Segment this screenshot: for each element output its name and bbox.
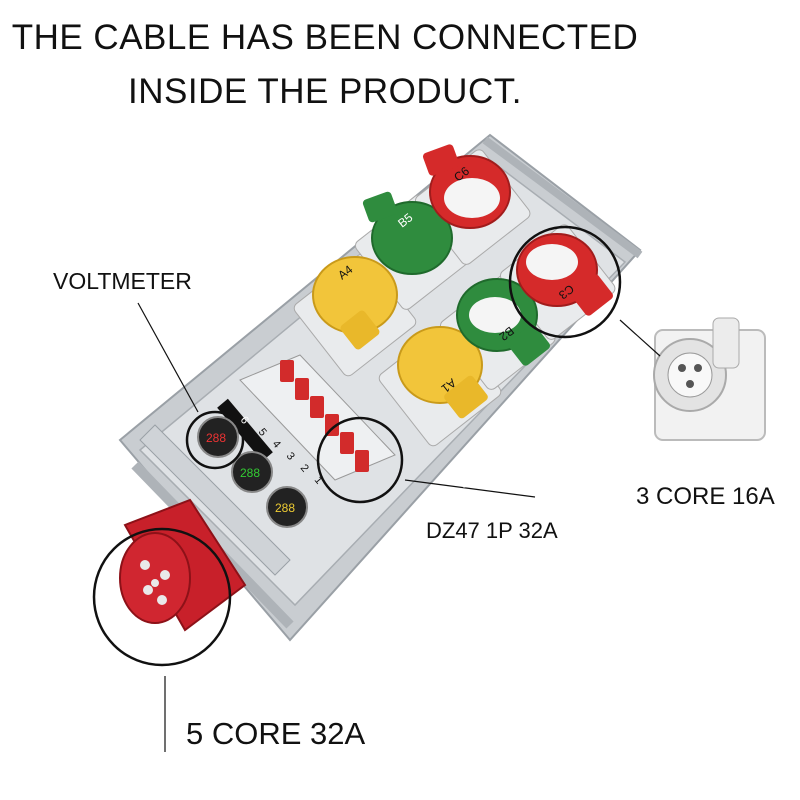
leader-breaker — [404, 479, 536, 498]
socket-b5 — [362, 191, 453, 275]
voltmeter-label: VOLTMETER — [53, 268, 192, 294]
callout-circle-plug — [92, 527, 232, 667]
svg-text:288: 288 — [206, 431, 226, 445]
headline-line-1: THE CABLE HAS BEEN CONNECTED — [11, 18, 639, 57]
breaker-panel — [217, 354, 396, 481]
socket-c3 — [516, 233, 614, 316]
socket-a4 — [312, 256, 398, 350]
voltmeter-yellow: 288 — [266, 486, 308, 528]
svg-text:288: 288 — [275, 501, 295, 515]
socket-16a-label: 3 CORE 16A — [636, 483, 775, 510]
plug-32a-label: 5 CORE 32A — [186, 716, 366, 751]
callout-circle-breaker — [316, 416, 404, 504]
leader-socket — [619, 319, 661, 357]
callout-circle-socket — [508, 225, 622, 339]
socket-b2 — [456, 278, 551, 366]
red-plug-5-core — [119, 498, 247, 632]
voltmeter-green: 288 — [231, 451, 273, 493]
voltmeter-red: 288 — [197, 416, 239, 458]
socket-a1 — [397, 326, 488, 419]
svg-text:288: 288 — [240, 466, 260, 480]
leader-voltmeter — [137, 302, 199, 413]
breaker-label: DZ47 1P 32A — [426, 518, 558, 543]
white-socket-3-core — [653, 317, 766, 441]
socket-c6 — [422, 144, 511, 229]
headline-line-2: INSIDE THE PRODUCT. — [128, 72, 522, 111]
callout-circle-voltmeter — [185, 410, 245, 470]
